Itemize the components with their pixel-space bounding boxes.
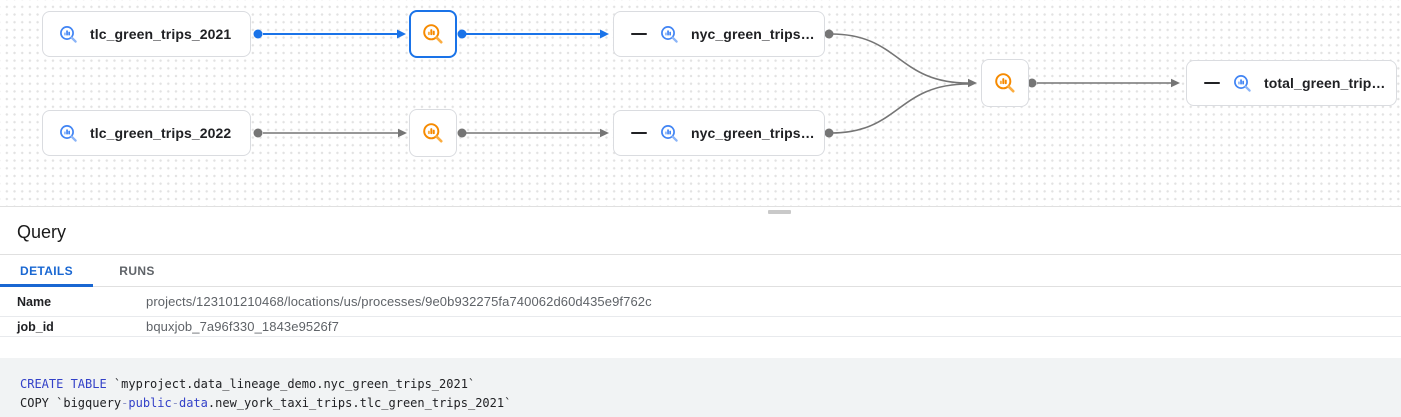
node-label: nyc_green_trips… <box>691 26 815 42</box>
bigquery-process-icon <box>423 123 443 143</box>
lineage-process-node-selected[interactable] <box>409 10 457 58</box>
sql-keyword: data <box>178 396 208 410</box>
panel-header: Query <box>0 207 1401 254</box>
lineage-node-nyc-green-trips-2021[interactable]: nyc_green_trips… <box>613 11 825 57</box>
node-label: tlc_green_trips_2021 <box>90 26 232 42</box>
tab-runs-label: RUNS <box>119 263 155 278</box>
detail-row-job-id: job_id bquxjob_7a96f330_1843e9526f7 <box>0 317 1401 337</box>
bigquery-table-icon <box>60 124 77 142</box>
lineage-node-tlc-green-trips-2022[interactable]: tlc_green_trips_2022 <box>42 110 251 156</box>
bigquery-process-icon <box>423 24 443 44</box>
detail-label: job_id <box>17 319 54 334</box>
sql-text: COPY `bigquery <box>20 396 122 410</box>
detail-value: bquxjob_7a96f330_1843e9526f7 <box>146 319 339 334</box>
lineage-node-nyc-green-trips-2022[interactable]: nyc_green_trips… <box>613 110 825 156</box>
sql-line-2: COPY `bigquery-public-data.new_york_taxi… <box>20 394 1381 413</box>
tab-runs[interactable]: RUNS <box>93 255 181 286</box>
node-label: total_green_trip… <box>1264 75 1386 91</box>
collapse-icon[interactable] <box>1203 74 1221 92</box>
detail-value: projects/123101210468/locations/us/proce… <box>146 294 652 309</box>
bigquery-table-icon <box>661 25 678 43</box>
lineage-graph: tlc_green_trips_2021 nyc_green_trips… <box>0 0 1401 207</box>
detail-label: Name <box>17 294 52 309</box>
bigquery-process-icon <box>995 73 1015 93</box>
bigquery-table-icon <box>661 124 678 142</box>
node-label: nyc_green_trips… <box>691 125 815 141</box>
collapse-icon[interactable] <box>630 25 648 43</box>
lineage-process-node[interactable] <box>409 109 457 157</box>
sql-text: .new_york_taxi_trips.tlc_green_trips_202… <box>207 396 512 410</box>
sql-separator: - <box>171 396 179 410</box>
panel-resize-handle[interactable] <box>768 210 791 214</box>
sql-keyword: CREATE TABLE <box>20 377 107 391</box>
sql-keyword: public <box>128 396 172 410</box>
lineage-node-total-green-trips[interactable]: total_green_trip… <box>1186 60 1397 106</box>
bigquery-table-icon <box>1234 74 1251 92</box>
tab-details-label: DETAILS <box>20 263 73 278</box>
collapse-icon[interactable] <box>630 124 648 142</box>
lineage-node-tlc-green-trips-2021[interactable]: tlc_green_trips_2021 <box>42 11 251 57</box>
tab-bar: DETAILS RUNS <box>0 254 1401 287</box>
lineage-process-node-merge[interactable] <box>981 59 1029 107</box>
node-label: tlc_green_trips_2022 <box>90 125 232 141</box>
sql-code-preview: CREATE TABLE `myproject.data_lineage_dem… <box>0 358 1401 417</box>
tab-details[interactable]: DETAILS <box>0 255 93 287</box>
sql-text: `myproject.data_lineage_demo.nyc_green_t… <box>106 377 476 391</box>
sql-separator: - <box>121 396 129 410</box>
active-tab-underline <box>0 284 93 287</box>
bigquery-table-icon <box>60 25 77 43</box>
page-title: Query <box>17 222 67 242</box>
detail-row-name: Name projects/123101210468/locations/us/… <box>0 287 1401 317</box>
query-details-panel: Query DETAILS RUNS Name projects/1231012… <box>0 207 1401 417</box>
sql-line-1: CREATE TABLE `myproject.data_lineage_dem… <box>20 375 1381 394</box>
